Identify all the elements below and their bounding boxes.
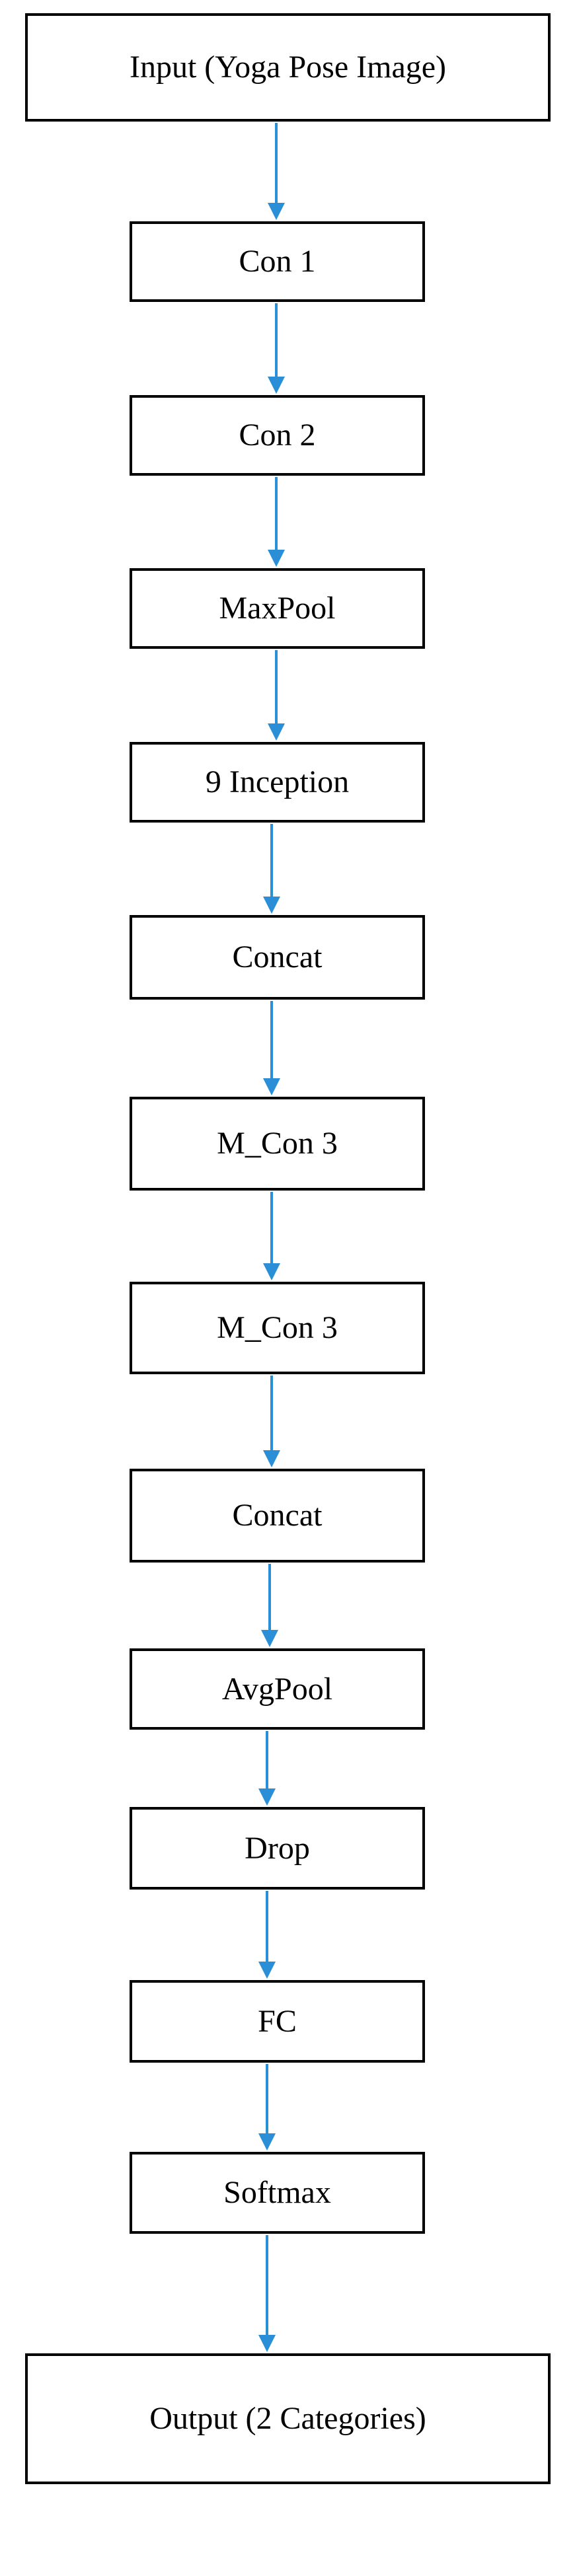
node-avgpool-label: AvgPool	[221, 1671, 333, 1707]
node-input: Input (Yoga Pose Image)	[25, 13, 551, 122]
node-con1-label: Con 1	[239, 244, 316, 279]
node-output: Output (2 Categories)	[25, 2353, 551, 2484]
arrowhead	[258, 1962, 276, 1979]
connector-arrow	[263, 824, 280, 914]
arrowhead	[258, 1788, 276, 1806]
connector-arrow	[263, 1192, 280, 1280]
arrowhead	[268, 723, 285, 741]
node-softmax: Softmax	[130, 2152, 425, 2234]
node-maxpool: MaxPool	[130, 568, 425, 649]
connector-arrow	[258, 2064, 276, 2151]
node-mcon3-a: M_Con 3	[130, 1097, 425, 1191]
node-fc: FC	[130, 1980, 425, 2063]
node-concat-1: Concat	[130, 915, 425, 1000]
arrowhead	[258, 2133, 276, 2151]
node-maxpool-label: MaxPool	[219, 591, 336, 626]
arrowhead	[268, 377, 285, 394]
connector-arrow	[263, 1001, 280, 1095]
node-mcon3-b-label: M_Con 3	[217, 1310, 338, 1345]
node-inception: 9 Inception	[130, 742, 425, 823]
node-concat-2-label: Concat	[232, 1498, 323, 1533]
connector-arrow	[263, 1376, 280, 1467]
connector-arrow	[258, 1731, 276, 1806]
node-avgpool: AvgPool	[130, 1648, 425, 1730]
connector-arrow	[268, 123, 285, 220]
connector-arrow	[268, 650, 285, 741]
connector-arrow	[268, 477, 285, 567]
node-con2-label: Con 2	[239, 418, 316, 453]
arrowhead	[261, 1630, 278, 1647]
arrowhead	[263, 897, 280, 914]
node-con1: Con 1	[130, 221, 425, 302]
connector-arrow	[261, 1564, 278, 1647]
node-fc-label: FC	[258, 2003, 297, 2039]
node-input-label: Input (Yoga Pose Image)	[129, 50, 447, 85]
arrowhead	[268, 550, 285, 567]
arrowhead	[263, 1263, 280, 1280]
node-drop: Drop	[130, 1807, 425, 1890]
connector-arrow	[268, 303, 285, 394]
node-output-label: Output (2 Categories)	[149, 2401, 426, 2436]
connector-arrow	[258, 2235, 276, 2352]
node-drop-label: Drop	[245, 1830, 310, 1866]
arrowhead	[263, 1450, 280, 1467]
node-concat-1-label: Concat	[232, 939, 323, 975]
node-mcon3-a-label: M_Con 3	[217, 1126, 338, 1161]
connector-arrow	[258, 1891, 276, 1979]
node-con2: Con 2	[130, 395, 425, 476]
node-inception-label: 9 Inception	[205, 764, 350, 799]
arrowhead	[268, 203, 285, 220]
node-softmax-label: Softmax	[223, 2175, 331, 2210]
arrowhead	[263, 1078, 280, 1095]
node-mcon3-b: M_Con 3	[130, 1282, 425, 1374]
node-concat-2: Concat	[130, 1469, 425, 1563]
arrowhead	[258, 2335, 276, 2352]
